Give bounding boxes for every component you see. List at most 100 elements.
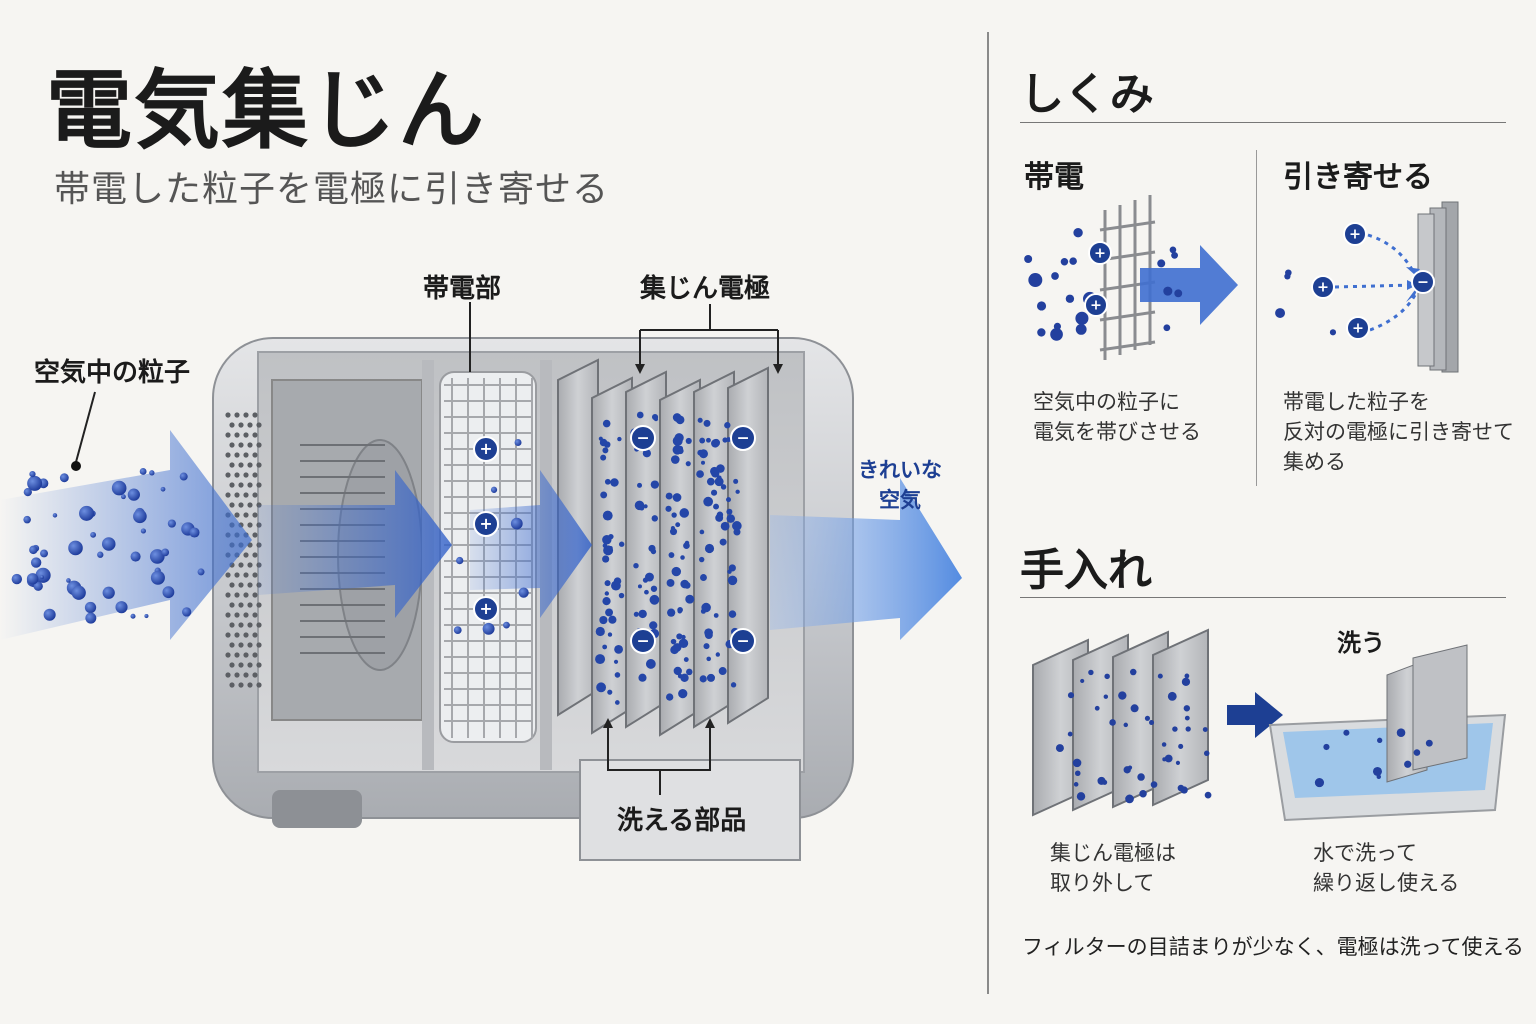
airborne-particle <box>133 509 147 524</box>
captured-particle <box>727 569 732 574</box>
dust-particle <box>1157 673 1163 679</box>
captured-particle <box>636 411 644 419</box>
captured-particle <box>602 644 608 650</box>
particle <box>1024 254 1033 263</box>
captured-particle <box>701 602 711 613</box>
airborne-particle <box>66 578 71 583</box>
particle <box>1036 301 1047 311</box>
dust-particle <box>1185 726 1191 732</box>
incoming-air-stream <box>0 430 252 640</box>
captured-particle <box>618 541 625 547</box>
captured-particle <box>706 673 716 682</box>
dust-particle <box>1150 781 1158 788</box>
remove-caption: 集じん電極は 取り外して <box>1050 841 1176 895</box>
captured-particle <box>605 608 614 617</box>
charged-particle <box>456 556 464 565</box>
minus-charge-icon: − <box>1411 270 1435 294</box>
captured-particle <box>685 461 691 467</box>
svg-text:−: − <box>636 429 649 447</box>
captured-particle <box>666 579 675 587</box>
svg-text:+: + <box>1317 280 1329 296</box>
captured-particle <box>703 496 714 507</box>
airborne-particle <box>90 531 97 538</box>
captured-particle <box>728 610 737 618</box>
airborne-particle <box>121 494 126 500</box>
captured-particle <box>680 579 690 589</box>
captured-particle <box>706 437 711 443</box>
airborne-particle <box>179 472 188 481</box>
wash-flow-arrow <box>1227 692 1283 738</box>
charged-particle <box>503 621 510 629</box>
dust-particle <box>1372 766 1382 776</box>
svg-text:−: − <box>1417 275 1429 291</box>
dust-particle <box>1172 726 1178 732</box>
captured-particle <box>608 615 617 624</box>
dust-particle <box>1164 754 1173 763</box>
captured-particle <box>595 654 606 665</box>
captured-particle <box>671 512 677 518</box>
svg-text:+: + <box>1090 298 1102 314</box>
captured-particle <box>650 480 660 489</box>
dust-particle <box>1076 792 1086 801</box>
incoming-particles <box>11 439 529 635</box>
airborne-particle <box>11 573 23 585</box>
plus-charge-icon: + <box>1088 241 1112 265</box>
charged-air-arrow <box>470 470 592 618</box>
particle <box>1051 272 1059 280</box>
captured-particle <box>686 668 693 676</box>
wash-caption: 水で洗って 繰り返し使える <box>1313 841 1460 895</box>
particle <box>1275 308 1286 319</box>
captured-particle <box>699 675 707 683</box>
mechanism-title: しくみ <box>1020 69 1154 120</box>
svg-text:+: + <box>479 600 492 618</box>
particle <box>1285 269 1292 277</box>
captured-particle <box>716 475 722 481</box>
dust-particle <box>1180 786 1188 794</box>
airborne-particle <box>182 607 192 617</box>
dust-particle <box>1125 794 1134 804</box>
captured-particle <box>649 594 660 605</box>
captured-particle <box>604 478 611 485</box>
dust-particle <box>1073 782 1079 787</box>
airborne-particle <box>161 548 170 557</box>
particle <box>1163 286 1173 296</box>
airborne-particle <box>35 567 51 583</box>
particle <box>1157 259 1166 268</box>
dust-particle <box>1130 704 1139 713</box>
plus-charge-icon: + <box>473 596 499 622</box>
attraction-paths <box>1334 233 1417 332</box>
dust-particle <box>1080 678 1085 684</box>
captured-particle <box>715 652 721 657</box>
particle <box>1028 273 1043 288</box>
captured-particle <box>715 513 724 522</box>
captured-particle <box>701 460 706 465</box>
dust-particle <box>1181 677 1191 686</box>
airborne-particle <box>197 568 205 576</box>
dust-particle <box>1204 791 1212 799</box>
captured-particle <box>645 659 656 669</box>
airborne-particle <box>101 537 116 551</box>
charged-particle <box>490 486 498 493</box>
dust-particle <box>1162 757 1167 762</box>
captured-particle <box>644 589 649 595</box>
svg-text:+: + <box>479 515 492 533</box>
charged-particle <box>482 622 495 635</box>
minus-charge-icon: − <box>630 425 656 451</box>
airborne-particle <box>115 601 128 614</box>
airborne-particle <box>40 549 48 558</box>
captured-particle <box>698 556 705 563</box>
particle <box>1075 323 1087 335</box>
mechanism-illustration: +++++− <box>1024 195 1459 373</box>
airborne-particle <box>33 581 43 591</box>
dust-particle <box>1178 743 1184 749</box>
airborne-particle <box>150 570 165 585</box>
captured-particle <box>665 505 672 512</box>
dust-particle <box>1323 743 1330 751</box>
captured-particle <box>614 700 620 705</box>
charged-particle <box>514 439 522 446</box>
captured-particle <box>684 540 690 546</box>
captured-particle <box>720 484 727 490</box>
main-title: 電気集じん <box>46 61 486 161</box>
captured-particle <box>728 564 736 572</box>
captured-particle <box>678 638 689 649</box>
